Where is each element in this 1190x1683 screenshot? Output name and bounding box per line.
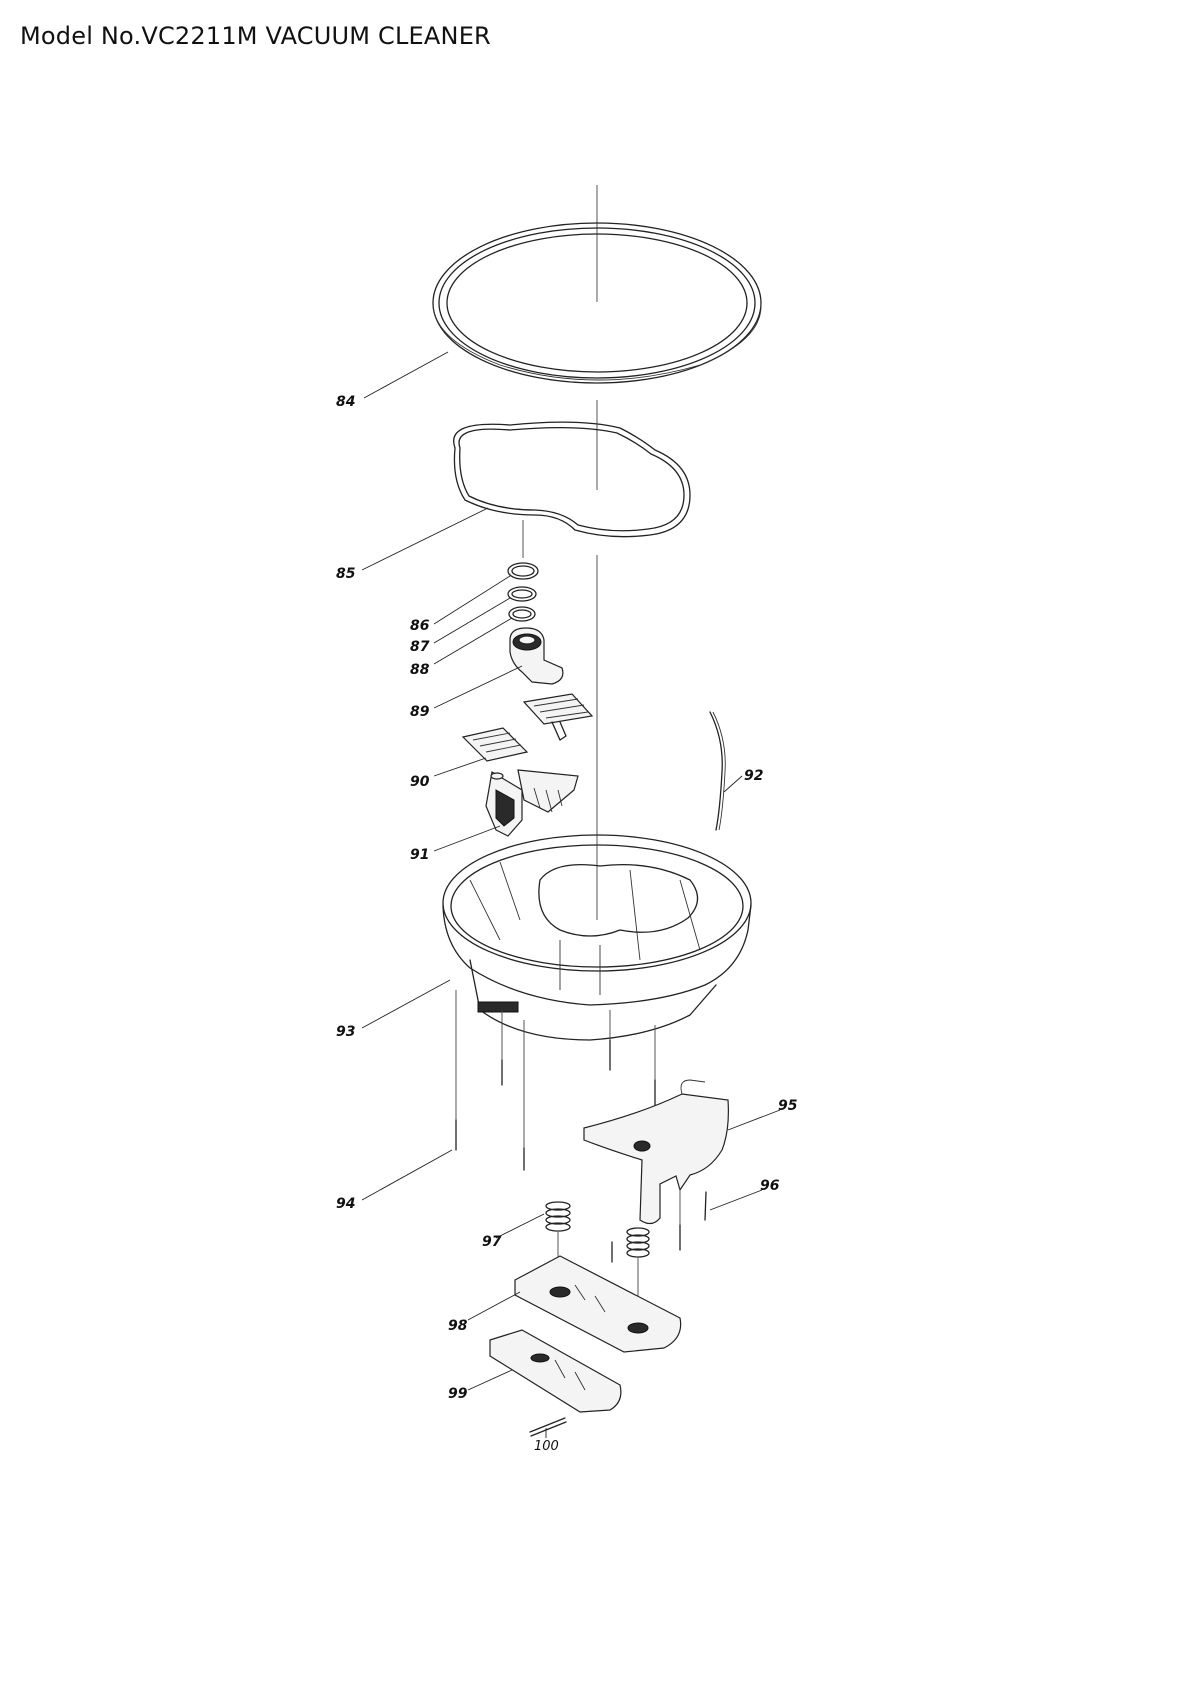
callout-95: 95 — [778, 1098, 798, 1114]
part-98-pedal-base — [514, 1255, 682, 1353]
callout-99: 99 — [448, 1386, 468, 1402]
part-89-flap-grille — [522, 693, 594, 741]
part-87b-ring — [508, 606, 536, 622]
callout-93: 93 — [336, 1024, 355, 1040]
part-95-bracket — [583, 1079, 729, 1225]
part-94-screws — [455, 990, 656, 1171]
part-86-ring — [507, 562, 539, 580]
callout-87: 87 — [410, 639, 430, 655]
callout-91: 91 — [410, 847, 429, 863]
callout-94: 94 — [336, 1196, 355, 1212]
callout-96: 96 — [760, 1178, 780, 1194]
callout-98: 98 — [448, 1318, 468, 1334]
callout-88: 88 — [410, 662, 430, 678]
callout-100: 100 — [534, 1439, 559, 1454]
part-99-pedal — [489, 1329, 622, 1413]
part-85-gasket — [453, 421, 691, 538]
part-84-ring-seal — [432, 222, 762, 384]
callout-92: 92 — [744, 768, 763, 784]
callout-84: 84 — [336, 394, 355, 410]
part-100-pin — [529, 1417, 567, 1437]
callout-85: 85 — [336, 566, 356, 582]
callout-89: 89 — [410, 704, 430, 720]
callout-97: 97 — [482, 1234, 502, 1250]
part-92-wire — [709, 711, 726, 831]
callout-86: 86 — [410, 618, 430, 634]
part-90-grille-frame — [461, 727, 579, 813]
part-87-ring — [507, 586, 537, 602]
part-96-screw — [679, 1188, 707, 1251]
part-88-elbow-connector — [509, 627, 564, 685]
callout-90: 90 — [410, 774, 430, 790]
part-91-inlet-elbow — [485, 771, 523, 837]
page-title: Model No.VC2211M VACUUM CLEANER — [20, 22, 491, 50]
part-93-tank-base — [442, 834, 752, 1041]
